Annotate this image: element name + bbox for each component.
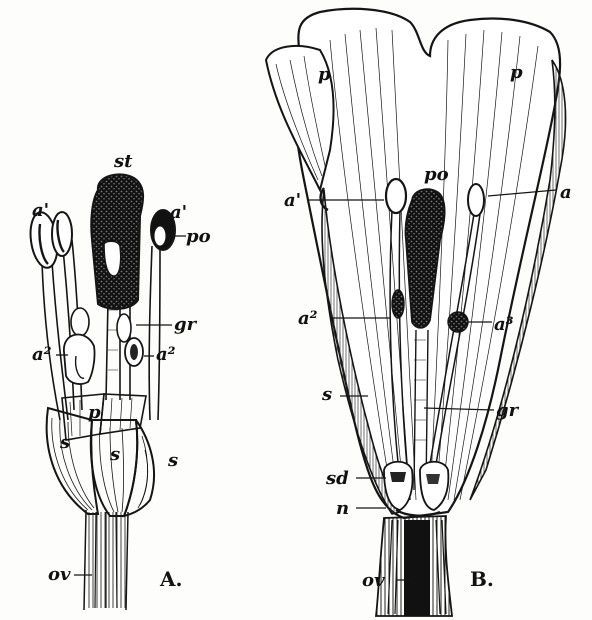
panel-label-a: A. <box>159 567 182 591</box>
label-b-a2-left: a² <box>298 308 318 329</box>
label-a-p: p <box>88 402 101 423</box>
ovary-stalk-a <box>84 510 128 610</box>
panel-label-b: B. <box>470 567 494 591</box>
label-b-ov: ov <box>362 570 385 591</box>
label-a-a2-left: a² <box>32 344 52 365</box>
label-a-a2-right: a² <box>156 344 176 365</box>
label-a-st: st <box>113 151 133 172</box>
label-b-p-left: p <box>318 64 331 85</box>
figure-a: st a' a' po gr a² a² p s s s ov A. <box>27 151 210 610</box>
label-a-gr: gr <box>174 314 198 335</box>
label-a-ov: ov <box>48 564 71 585</box>
petals-a <box>62 394 146 440</box>
label-b-a1-left: a' <box>284 190 301 211</box>
label-a-a1-right: a' <box>170 202 187 223</box>
label-b-sd: sd <box>325 468 349 489</box>
figure-b: p p po a' a a² a³ s gr sd n ov B. <box>266 9 572 616</box>
label-a-po: po <box>186 226 211 247</box>
label-b-po: po <box>424 164 449 185</box>
label-b-s: s <box>321 384 332 405</box>
label-a-s-right: s <box>167 450 178 471</box>
stamens-a2-a <box>64 308 143 384</box>
label-b-n: n <box>336 498 349 519</box>
label-b-gr: gr <box>496 400 520 421</box>
label-b-a3-right: a³ <box>494 314 514 335</box>
label-a-a1-left: a' <box>32 200 49 221</box>
label-b-a1-right: a <box>560 182 572 203</box>
ovary-stalk-b <box>376 516 452 616</box>
label-b-p-right: p <box>510 62 523 83</box>
label-a-s-left: s <box>59 432 70 453</box>
label-a-s-mid: s <box>109 444 120 465</box>
